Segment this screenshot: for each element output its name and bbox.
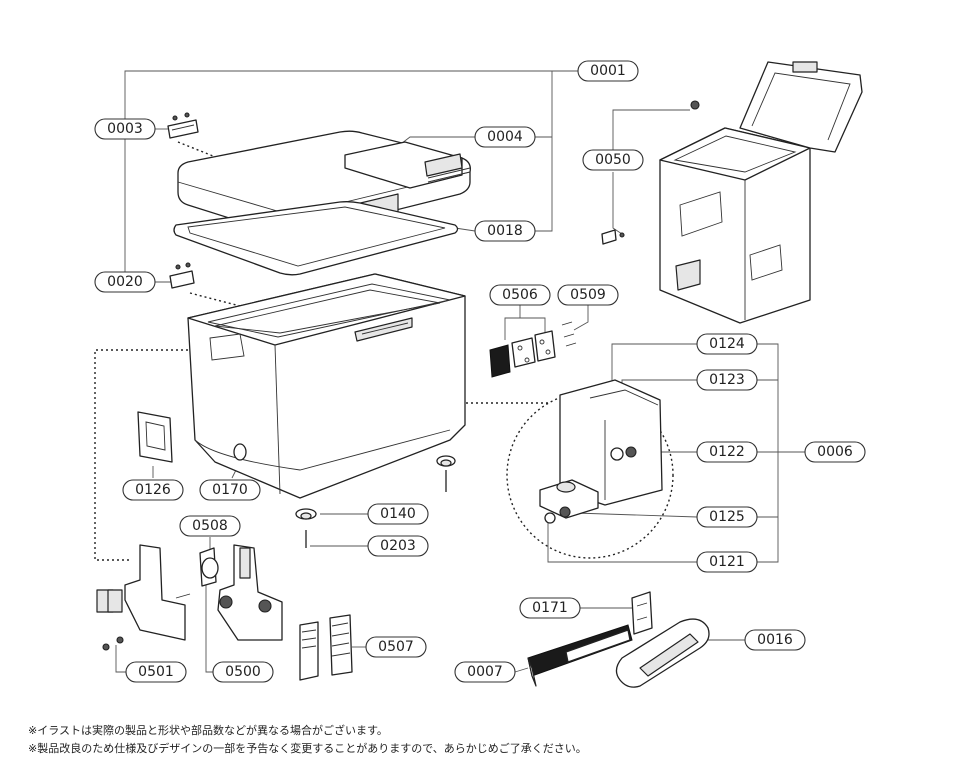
callout-0171: 0171 [519, 597, 581, 619]
svg-text:0006: 0006 [817, 444, 853, 460]
callout-0123: 0123 [696, 369, 758, 391]
callout-0050: 0050 [582, 149, 644, 171]
svg-text:0140: 0140 [380, 506, 416, 522]
open-cooler-view [601, 61, 863, 324]
svg-text:0124: 0124 [709, 336, 745, 352]
svg-text:0016: 0016 [757, 632, 793, 648]
callout-0006: 0006 [804, 441, 866, 463]
callout-0018: 0018 [474, 220, 536, 242]
svg-text:0507: 0507 [378, 639, 414, 655]
svg-text:0506: 0506 [502, 287, 538, 303]
callout-0122: 0122 [696, 441, 758, 463]
cooler-lid-assembly [167, 112, 471, 289]
svg-text:0508: 0508 [192, 518, 228, 534]
callout-0020: 0020 [94, 271, 156, 293]
callout-0016: 0016 [744, 629, 806, 651]
callout-0508: 0508 [179, 515, 241, 537]
svg-text:0203: 0203 [380, 538, 416, 554]
callout-0500: 0500 [212, 661, 274, 683]
plate-set-0506 [489, 321, 577, 378]
svg-text:0126: 0126 [135, 482, 171, 498]
callout-0007: 0007 [454, 661, 516, 683]
svg-text:0003: 0003 [107, 121, 143, 137]
cooler-body [187, 273, 466, 499]
svg-text:0123: 0123 [709, 372, 745, 388]
callout-0126: 0126 [122, 479, 184, 501]
svg-text:0170: 0170 [212, 482, 248, 498]
callout-0140: 0140 [367, 503, 429, 525]
callout-0509: 0509 [557, 284, 619, 306]
svg-text:0121: 0121 [709, 554, 745, 570]
svg-text:0171: 0171 [532, 600, 568, 616]
callout-0124: 0124 [696, 333, 758, 355]
svg-text:0007: 0007 [467, 664, 503, 680]
callout-0507: 0507 [365, 636, 427, 658]
svg-text:0050: 0050 [595, 152, 631, 168]
callout-0121: 0121 [696, 551, 758, 573]
svg-text:0500: 0500 [225, 664, 261, 680]
svg-text:0020: 0020 [107, 274, 143, 290]
callout-0001: 0001 [577, 60, 639, 82]
callout-0203: 0203 [367, 535, 429, 557]
callout-0004: 0004 [474, 126, 536, 148]
disclaimer-note-illustration: ※イラストは実際の製品と形状や部品数などが異なる場合がございます。 [28, 724, 388, 737]
callout-0125: 0125 [696, 506, 758, 528]
svg-text:0125: 0125 [709, 509, 745, 525]
leader-lines [115, 70, 805, 673]
callout-0170: 0170 [199, 479, 261, 501]
svg-text:0018: 0018 [487, 223, 523, 239]
svg-text:0001: 0001 [590, 63, 626, 79]
svg-text:0004: 0004 [487, 129, 523, 145]
svg-text:0509: 0509 [570, 287, 606, 303]
callout-0506: 0506 [489, 284, 551, 306]
callout-0501: 0501 [125, 661, 187, 683]
disclaimer-note-spec-change: ※製品改良のため仕様及びデザインの一部を予告なく変更することがありますので、あら… [28, 742, 587, 755]
detail-circle-parts [539, 379, 663, 524]
callout-0003: 0003 [94, 118, 156, 140]
svg-text:0122: 0122 [709, 444, 745, 460]
misc-parts [96, 411, 710, 688]
svg-text:0501: 0501 [138, 664, 174, 680]
